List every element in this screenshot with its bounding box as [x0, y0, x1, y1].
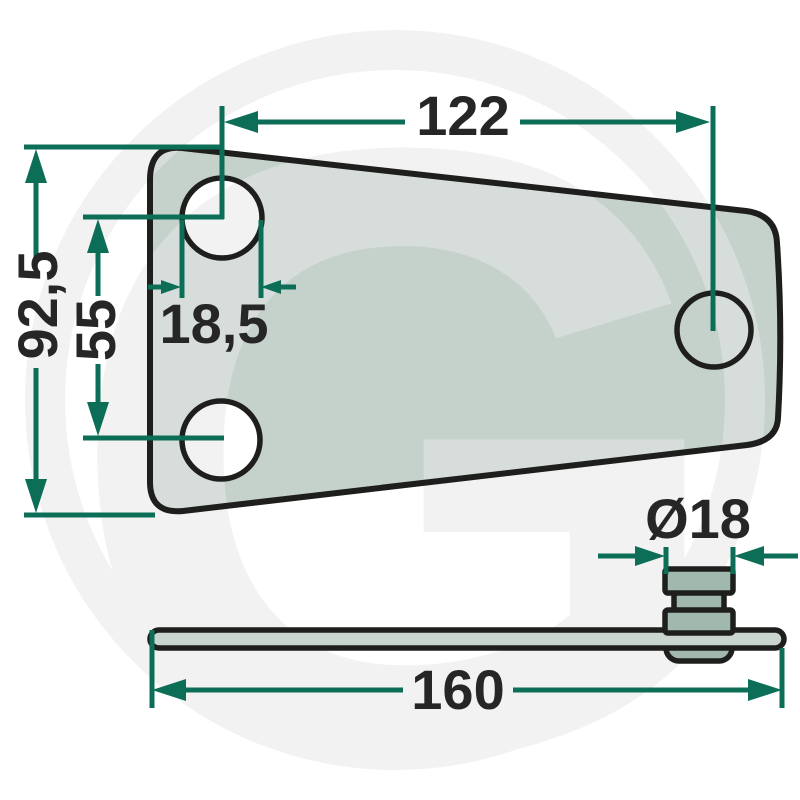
plate-outline	[147, 144, 784, 515]
stud-base-flange	[662, 607, 736, 636]
arrow-left-icon	[224, 111, 258, 133]
dim-stud-diameter	[598, 546, 798, 574]
side-view	[147, 566, 787, 664]
dim-122	[83, 106, 716, 331]
watermark: G	[25, 0, 765, 800]
plate-top-view-body	[150, 147, 781, 512]
dim-label-122: 122	[416, 84, 509, 147]
dim-160	[149, 630, 785, 708]
watermark-letter: G	[62, 0, 739, 800]
dim-label-160: 160	[411, 658, 504, 721]
arrow-down-icon	[87, 402, 109, 436]
dim-18-5	[148, 220, 296, 298]
dim-55	[83, 219, 224, 441]
arrow-up-icon	[25, 149, 47, 183]
dim-label-stud-diameter: Ø18	[645, 487, 751, 550]
arrow-left-icon	[261, 280, 281, 294]
arrow-down-icon	[25, 479, 47, 513]
dimension-labels: 122 92,5 55 18,5 Ø18 160	[6, 84, 751, 721]
arrow-up-icon	[87, 219, 109, 253]
stud-cap	[662, 566, 736, 596]
dim-92-5	[24, 144, 222, 518]
dim-label-55: 55	[64, 299, 127, 361]
arrow-left-icon	[152, 679, 186, 701]
watermark-ring	[25, 30, 765, 770]
arrow-right-icon	[635, 546, 665, 566]
dim-label-18-5: 18,5	[160, 292, 269, 355]
arrow-left-icon	[734, 546, 764, 566]
arrow-right-icon	[161, 280, 181, 294]
dimension-lines	[24, 106, 798, 708]
arrow-right-icon	[748, 679, 782, 701]
arrow-right-icon	[676, 111, 710, 133]
dim-label-92-5: 92,5	[6, 251, 69, 360]
